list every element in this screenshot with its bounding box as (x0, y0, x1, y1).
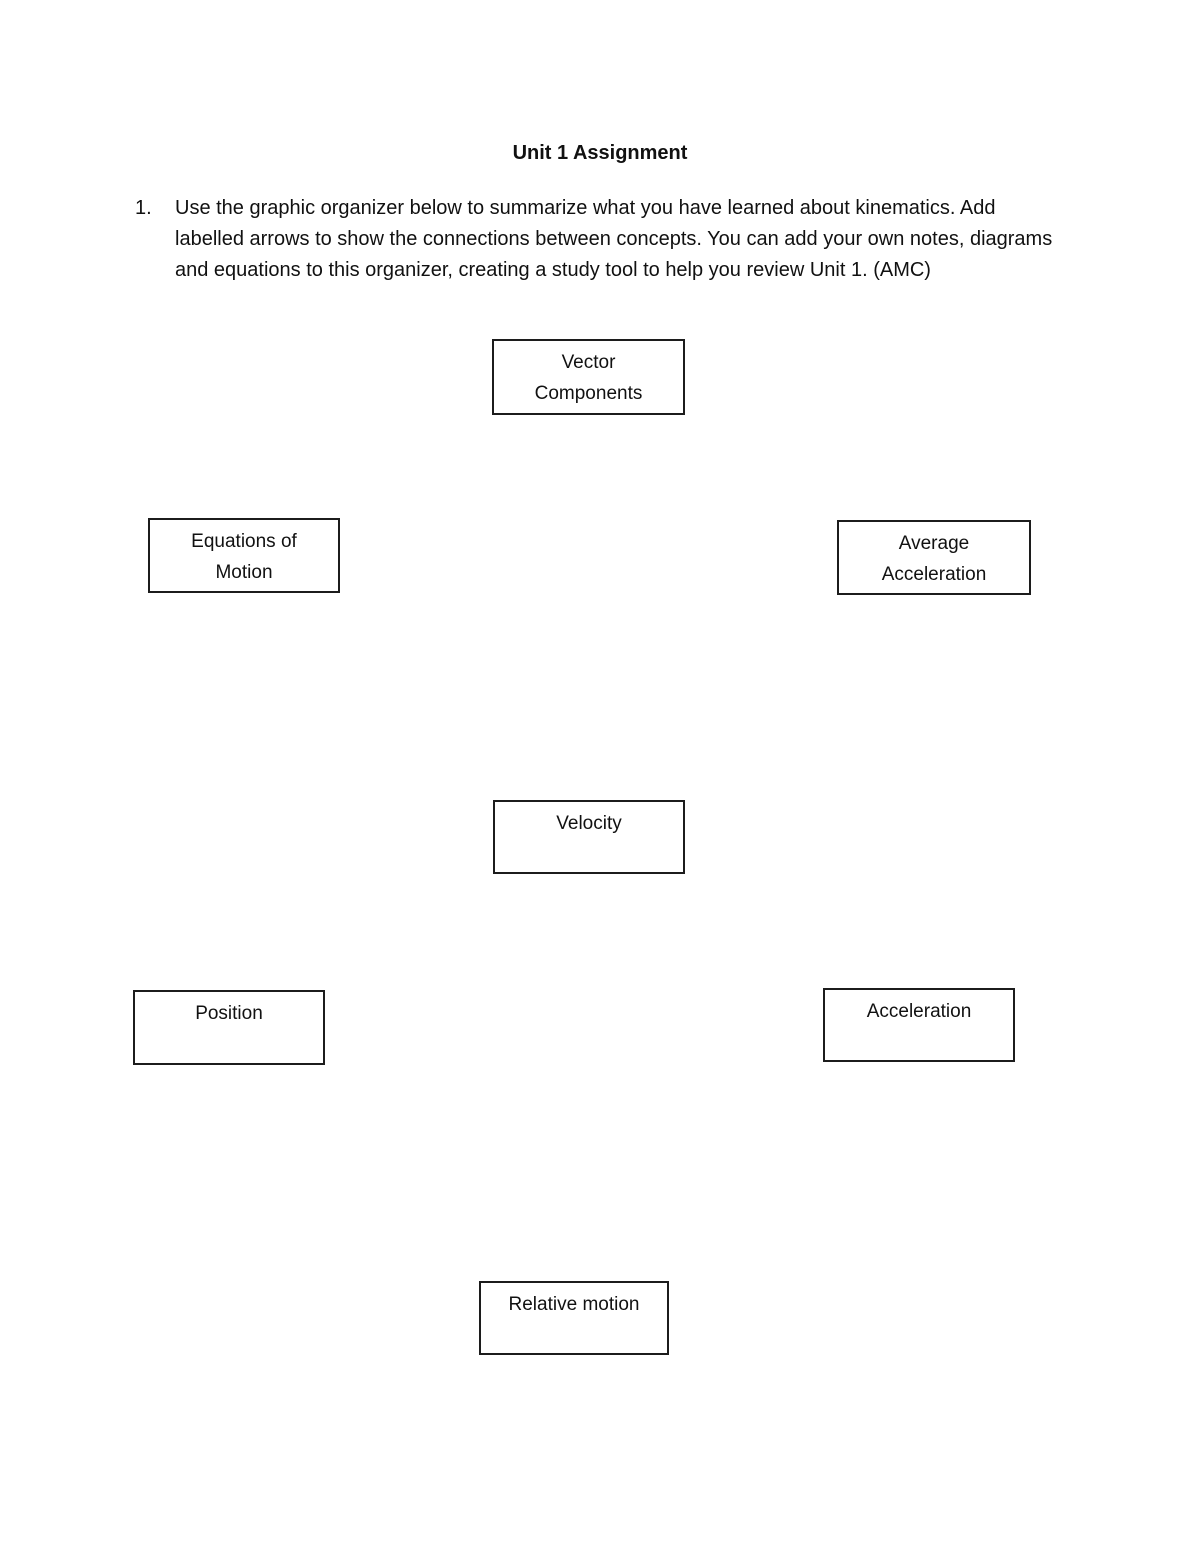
concept-box-position: Position (133, 990, 325, 1065)
concept-box-average-acceleration: Average Acceleration (837, 520, 1031, 595)
concept-box-label: Average (898, 533, 970, 554)
concept-box-label: Velocity (556, 813, 622, 834)
instruction-line: labelled arrows to show the connections … (175, 228, 1053, 250)
list-item-number: 1. (135, 197, 152, 219)
concept-box-label: Motion (215, 562, 273, 583)
concept-box-vector-components: Vector Components (492, 339, 685, 415)
concept-box-relative-motion: Relative motion (479, 1281, 669, 1355)
page-title: Unit 1 Assignment (512, 142, 688, 164)
concept-box-velocity: Velocity (493, 800, 685, 874)
instruction-text: Use the graphic organizer below to summa… (175, 193, 1075, 286)
concept-box-label: Acceleration (866, 1001, 972, 1022)
instruction-line: and equations to this organizer, creatin… (175, 259, 931, 281)
concept-box-label: Position (195, 1003, 263, 1024)
concept-box-label: Acceleration (881, 564, 987, 585)
instruction-list-item: 1. Use the graphic organizer below to su… (135, 193, 1075, 286)
concept-box-label: Equations of (191, 531, 297, 552)
instruction-line: Use the graphic organizer below to summa… (175, 197, 996, 219)
concept-box-label: Relative motion (508, 1294, 640, 1315)
concept-box-acceleration: Acceleration (823, 988, 1015, 1062)
concept-box-label: Vector (561, 352, 616, 373)
concept-box-label: Components (534, 383, 643, 404)
concept-box-equations-of-motion: Equations of Motion (148, 518, 340, 593)
